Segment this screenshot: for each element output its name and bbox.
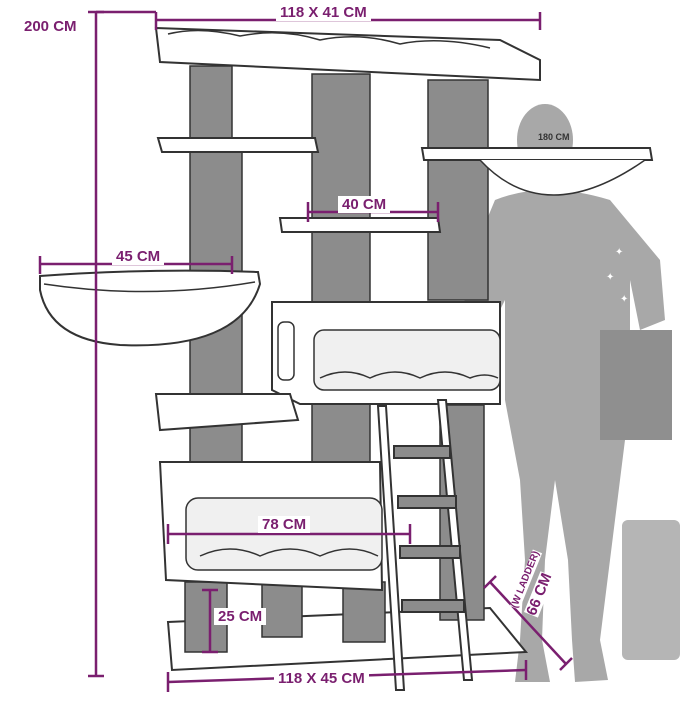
hammock-label: 45 CM [112, 248, 165, 265]
person-height-label: 180 CM [538, 132, 570, 142]
side-step [154, 393, 300, 432]
post-left-upper [189, 65, 233, 141]
total-height-label: 200 CM [20, 18, 81, 35]
upper-left-shelf [156, 137, 320, 153]
hammock-rim [43, 281, 256, 293]
svg-text:✦: ✦ [606, 272, 614, 283]
cat-house-cushion [319, 371, 499, 379]
post-right [427, 79, 489, 301]
middle-shelf-label: 40 CM [338, 196, 391, 213]
post-center [311, 73, 371, 305]
middle-shelf [278, 217, 442, 233]
lower-bed-cushion [199, 548, 379, 557]
base-height-label: 25 CM [214, 608, 267, 625]
lower-bed-label: 78 CM [258, 516, 311, 533]
right-perch-bowl [479, 159, 646, 196]
svg-text:✦: ✦ [615, 247, 623, 258]
svg-text:✦: ✦ [620, 294, 628, 305]
right-perch [420, 147, 654, 161]
top-width-label: 118 X 41 CM [276, 4, 371, 21]
post-lower-mid [261, 581, 303, 638]
cat-house-front-opening [313, 329, 501, 391]
base-width-label: 118 X 45 CM [274, 670, 369, 687]
post-lower-right [342, 581, 386, 643]
top-cushion [167, 29, 491, 49]
ladder [376, 399, 474, 691]
cat-house-side-hole [277, 321, 295, 381]
